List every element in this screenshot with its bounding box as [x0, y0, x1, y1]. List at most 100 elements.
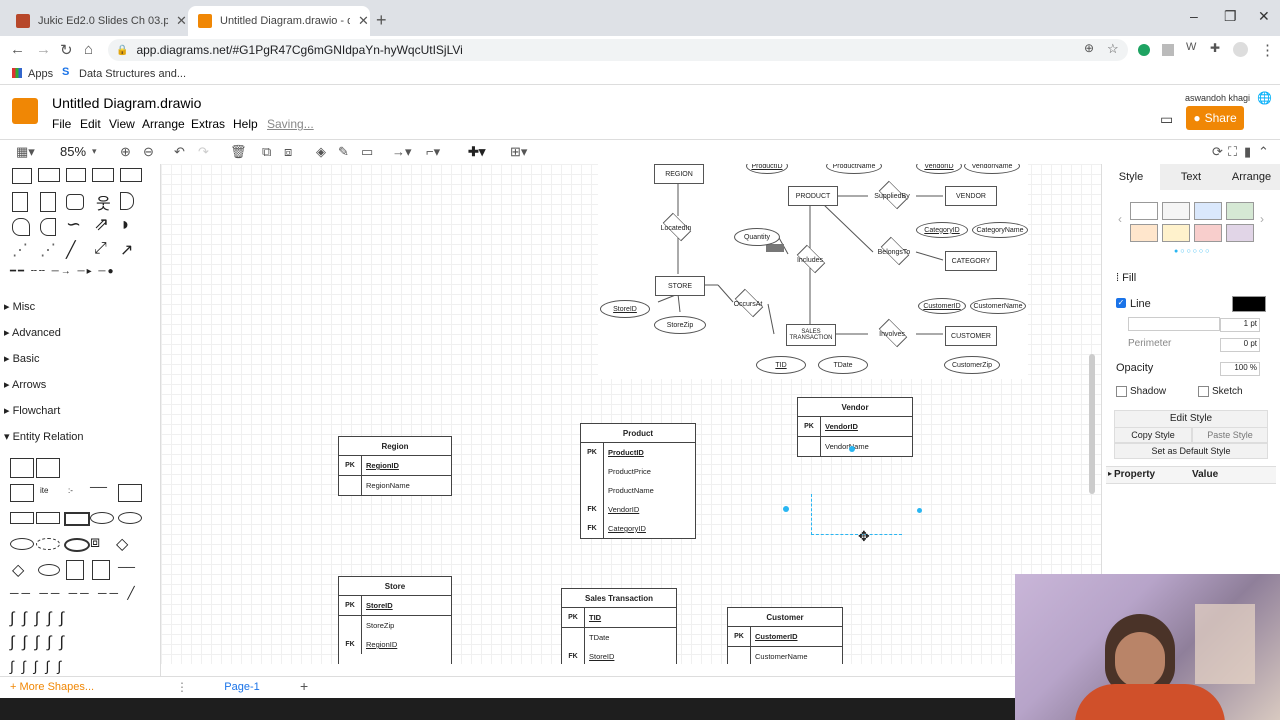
- close-tab-icon[interactable]: ✕: [176, 13, 187, 28]
- shape-callout[interactable]: [66, 194, 84, 210]
- sketch-checkbox[interactable]: [1198, 386, 1209, 397]
- line-checkbox[interactable]: ✓: [1116, 298, 1126, 308]
- browser-tab-drawio[interactable]: Untitled Diagram.drawio - diagra ✕: [188, 6, 370, 36]
- er-key-text[interactable]: :-: [68, 486, 73, 495]
- style-swatches[interactable]: [1130, 202, 1270, 244]
- fill-color-icon[interactable]: ◈: [316, 144, 326, 159]
- to-front-icon[interactable]: ⧉: [262, 144, 272, 159]
- shape-rectangle[interactable]: [12, 168, 32, 184]
- selection-handle[interactable]: [917, 508, 922, 513]
- line-color-icon[interactable]: ✎: [338, 144, 349, 159]
- delete-icon[interactable]: 🗑: [230, 144, 247, 159]
- shape-arrow[interactable]: ↗: [120, 242, 134, 259]
- table-row[interactable]: VendorName: [798, 437, 912, 456]
- new-tab-icon[interactable]: +: [376, 10, 387, 30]
- shape-cylinder[interactable]: ◗: [120, 214, 131, 234]
- er-document-shape[interactable]: [66, 560, 84, 580]
- er-ellipse-shape[interactable]: [38, 564, 60, 576]
- table-icon[interactable]: ⊞▾: [510, 144, 528, 159]
- section-advanced[interactable]: ▸ Advanced: [4, 327, 61, 339]
- er-table-shape[interactable]: [36, 458, 60, 478]
- er-page-shape[interactable]: [92, 560, 110, 580]
- perimeter-input[interactable]: 0 pt: [1220, 338, 1260, 352]
- bookmark-star-icon[interactable]: ☆: [1107, 41, 1119, 56]
- extension-icon[interactable]: [1138, 44, 1150, 56]
- er-entity-shape[interactable]: [10, 512, 34, 524]
- shape-process[interactable]: [66, 168, 86, 182]
- shadow-icon[interactable]: ▭: [361, 144, 374, 159]
- shape-line-row[interactable]: ━━ ╌╌ ─→ ─▸ ─●: [10, 266, 116, 277]
- style-swatch[interactable]: [1162, 224, 1190, 242]
- extension-w-icon[interactable]: W: [1186, 41, 1197, 53]
- vertical-scrollbar[interactable]: [1089, 354, 1095, 494]
- edit-style-button[interactable]: Edit Style: [1114, 410, 1268, 428]
- minimize-icon[interactable]: –: [1190, 8, 1198, 24]
- er-relationship-diamond[interactable]: ◇: [116, 536, 129, 553]
- user-name[interactable]: aswandoh khagi: [1185, 93, 1251, 103]
- section-arrows[interactable]: ▸ Arrows: [4, 379, 47, 391]
- table-row[interactable]: CustomerName: [728, 647, 842, 664]
- shape-dashed-line[interactable]: ⋰: [12, 242, 28, 259]
- shape-card[interactable]: [40, 192, 56, 212]
- er-line-shape[interactable]: ──: [90, 480, 108, 494]
- pages-menu-icon[interactable]: ⋮: [176, 680, 188, 694]
- style-swatch[interactable]: [1194, 224, 1222, 242]
- swatch-pager[interactable]: ●○○○○○: [1174, 248, 1212, 255]
- zoom-in-icon[interactable]: ⊕: [120, 144, 131, 159]
- insert-icon[interactable]: ✚▾: [468, 144, 486, 159]
- home-icon[interactable]: ⌂: [84, 41, 94, 58]
- er-diagram-image[interactable]: REGION PRODUCT VENDOR CATEGORY STORE SAL…: [598, 164, 1028, 379]
- swatch-prev-icon[interactable]: ‹: [1118, 212, 1122, 226]
- expand-icon[interactable]: ▸: [1108, 469, 1113, 478]
- profile-avatar[interactable]: [1233, 42, 1248, 57]
- close-window-icon[interactable]: ✕: [1258, 8, 1270, 24]
- line-pattern-select[interactable]: [1128, 317, 1220, 331]
- tab-text[interactable]: Text: [1160, 164, 1222, 190]
- redo-icon[interactable]: ↷: [198, 144, 209, 159]
- waypoints-icon[interactable]: ⌐▾: [426, 144, 441, 159]
- save-status[interactable]: Saving...: [267, 117, 314, 131]
- table-row[interactable]: StoreZip: [339, 616, 451, 635]
- er-relationship-shape[interactable]: ⧈: [90, 534, 101, 551]
- shape-double-arrow[interactable]: ⇗: [94, 214, 110, 234]
- shape-note[interactable]: [12, 192, 28, 212]
- close-tab-icon[interactable]: ✕: [358, 13, 369, 28]
- zoom-level[interactable]: 85%: [60, 144, 87, 159]
- paste-style-button[interactable]: Paste Style: [1192, 427, 1268, 443]
- back-icon[interactable]: ←: [10, 41, 25, 58]
- page-tab[interactable]: Page-1: [200, 677, 284, 699]
- shape-bidirectional-arrow[interactable]: ⤢: [94, 240, 107, 257]
- install-icon[interactable]: ⊕: [1084, 41, 1095, 55]
- selection-handle[interactable]: [783, 506, 789, 512]
- er-attribute-text[interactable]: ite: [40, 486, 49, 495]
- section-basic[interactable]: ▸ Basic: [4, 353, 40, 365]
- maximize-icon[interactable]: ❐: [1224, 8, 1237, 24]
- undo-icon[interactable]: ↶: [174, 144, 185, 159]
- opacity-input[interactable]: 100 %: [1220, 362, 1260, 376]
- menu-help[interactable]: Help: [233, 117, 258, 131]
- set-default-style-button[interactable]: Set as Default Style: [1114, 443, 1268, 459]
- shape-parallelogram[interactable]: [92, 168, 114, 182]
- style-swatch[interactable]: [1194, 202, 1222, 220]
- bookmark-data-structures[interactable]: Data Structures and...: [79, 68, 186, 80]
- panel-toggle-icon[interactable]: ▮: [1244, 144, 1252, 159]
- table-row[interactable]: ProductPrice: [581, 462, 695, 481]
- more-shapes-button[interactable]: + More Shapes...: [10, 681, 95, 693]
- address-bar[interactable]: 🔒 app.diagrams.net/#G1PgR47Cg6mGNIdpaYn-…: [108, 39, 1128, 61]
- add-page-icon[interactable]: +: [300, 678, 309, 694]
- swatch-next-icon[interactable]: ›: [1260, 212, 1264, 226]
- collapse-icon[interactable]: ⟳: [1212, 144, 1223, 159]
- shape-tape[interactable]: [120, 168, 142, 182]
